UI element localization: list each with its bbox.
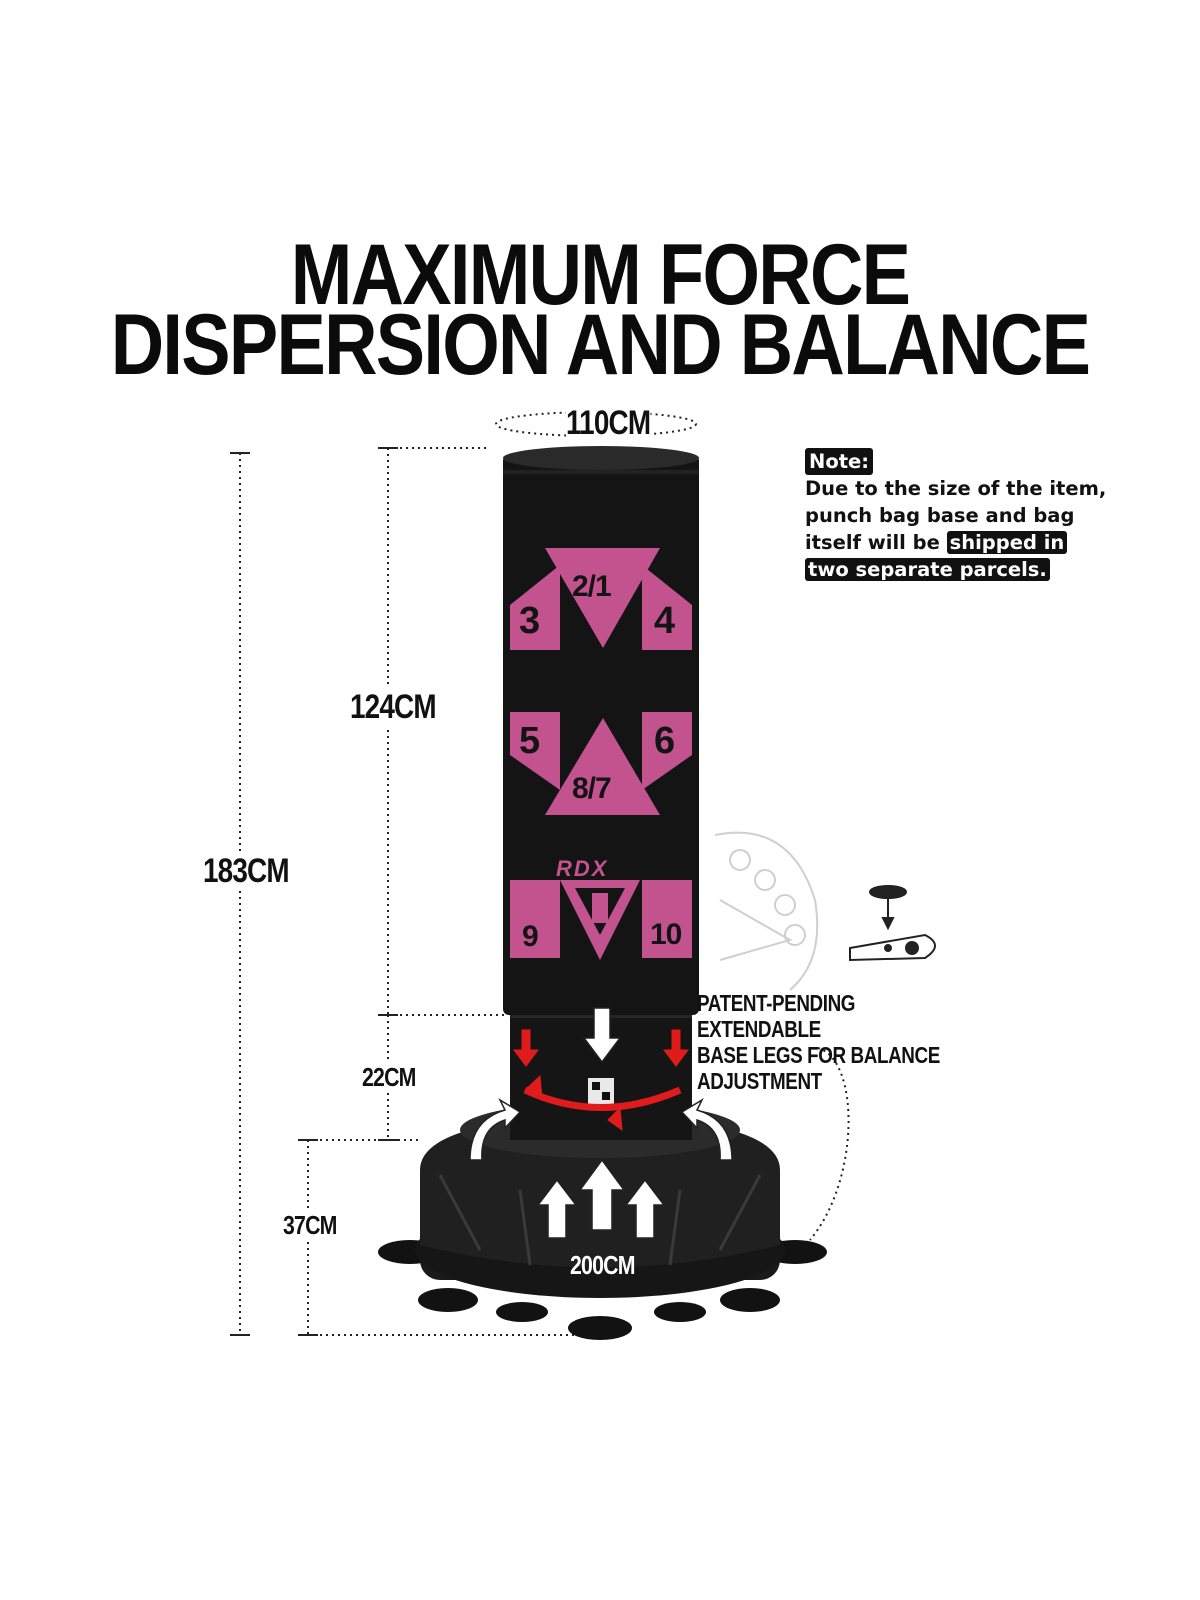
note-line: itself will be — [805, 531, 947, 554]
note-highlight: shipped in — [946, 531, 1068, 554]
patent-feature-label: PATENT-PENDING EXTENDABLE BASE LEGS FOR … — [697, 990, 943, 1094]
force-arrows — [469, 1007, 733, 1239]
total-height-label: 183CM — [203, 852, 290, 891]
brand-logo: RDX — [556, 856, 609, 881]
bag-height-label: 124CM — [350, 688, 437, 727]
zone-label: 6 — [654, 720, 675, 762]
zone-label: 10 — [650, 918, 682, 951]
base-width-label: 200CM — [570, 1250, 635, 1280]
circumference-label: 110CM — [566, 404, 651, 443]
zone-label: 3 — [519, 600, 540, 642]
zone-label: 9 — [522, 920, 539, 953]
leg-mechanism-icon — [849, 885, 936, 962]
target-zones — [510, 548, 692, 958]
note-line: punch bag base and bag — [805, 504, 1075, 527]
zone-label: 5 — [519, 720, 540, 762]
patent-line: PATENT-PENDING EXTENDABLE — [697, 990, 856, 1042]
leg-detail-illustration — [714, 831, 819, 991]
zone-label: 2/1 — [572, 570, 612, 603]
neck-height-label: 22CM — [362, 1062, 416, 1093]
headline-line-2: DISPERSION AND BALANCE — [110, 297, 1091, 393]
rdx-emblem — [560, 880, 640, 960]
base-height-label: 37CM — [283, 1210, 337, 1241]
headline-line-1: MAXIMUM FORCE — [290, 227, 911, 323]
patent-line: BASE LEGS FOR BALANCE — [697, 1042, 940, 1068]
zone-label: 8/7 — [572, 772, 612, 805]
zone-label: 4 — [654, 600, 675, 642]
note-line: Due to the size of the item, — [805, 477, 1107, 500]
note-highlight: two separate parcels. — [805, 558, 1050, 581]
patent-line: ADJUSTMENT — [697, 1068, 822, 1094]
patent-leader-line — [809, 1047, 850, 1241]
rotation-arrows — [513, 1029, 689, 1132]
note-label: Note: — [805, 448, 874, 475]
shipping-note: Note: Due to the size of the item, punch… — [805, 448, 1145, 583]
